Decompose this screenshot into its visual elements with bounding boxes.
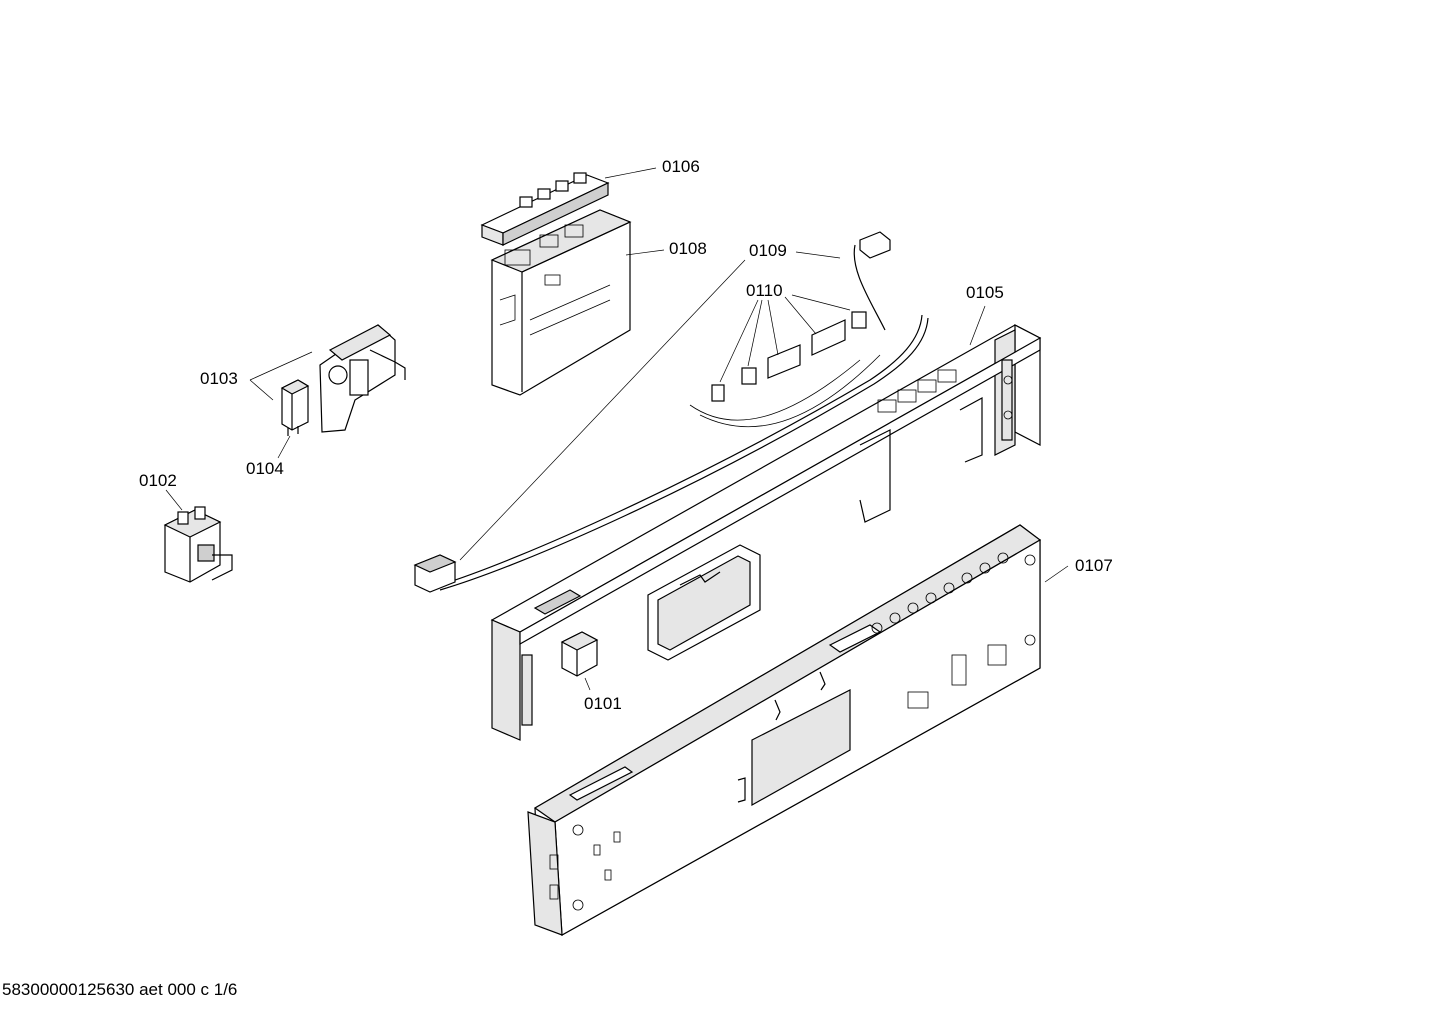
part-0106-switch-strip[interactable] <box>480 167 657 246</box>
label-0104: 0104 <box>246 459 284 478</box>
label-0105: 0105 <box>966 283 1004 302</box>
part-0108-control-module[interactable] <box>490 209 665 396</box>
label-0102: 0102 <box>139 471 177 490</box>
part-0110-connectors[interactable] <box>689 294 881 428</box>
part-0107-inner-panel[interactable] <box>527 524 1069 936</box>
label-0101: 0101 <box>584 694 622 713</box>
label-0109: 0109 <box>749 241 787 260</box>
part-0104-relay[interactable] <box>277 379 310 459</box>
label-0107: 0107 <box>1075 556 1113 575</box>
label-0108: 0108 <box>669 239 707 258</box>
part-0109-wiring-harness[interactable] <box>413 231 929 593</box>
part-0101-block[interactable] <box>560 631 599 691</box>
label-0103: 0103 <box>200 369 238 388</box>
part-0103-switch-assembly[interactable] <box>249 324 406 433</box>
label-0110: 0110 <box>746 281 783 300</box>
part-0102-switch-block[interactable] <box>163 489 233 583</box>
drawing-reference-footer: 58300000125630 aet 000 c 1/6 <box>2 980 238 999</box>
part-0105-panel-frame[interactable] <box>490 305 1042 741</box>
label-0106: 0106 <box>662 157 700 176</box>
panel-handle-recess <box>647 544 761 661</box>
